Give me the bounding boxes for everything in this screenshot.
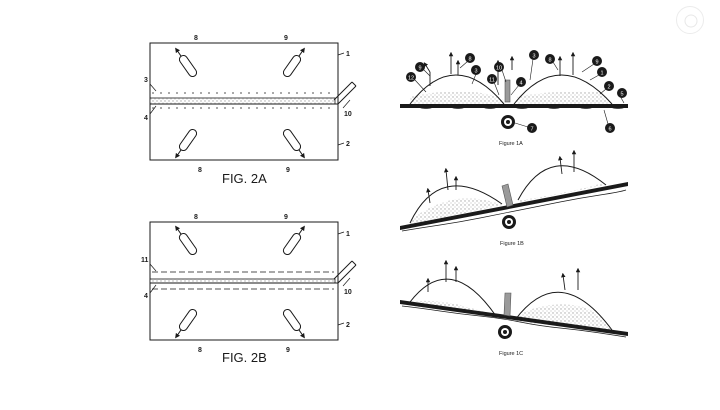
- fig2a-nozzle-9-top: [282, 47, 305, 78]
- fig1a-right-dome: [513, 74, 613, 105]
- fig1a-outlet-left-b: [448, 51, 461, 75]
- fig1a-outlet-left-a: [423, 62, 431, 86]
- circle-icon[interactable]: [676, 6, 704, 34]
- fig2b-nozzle-8-top: [175, 225, 198, 256]
- fig2b-label-10: 10: [344, 289, 352, 296]
- fig2b-label-9-bottom: 9: [286, 347, 290, 354]
- fig2b-label-9-top: 9: [284, 214, 288, 221]
- fig1a-nozzle: [504, 79, 511, 103]
- fig2b-label-8-top: 8: [194, 214, 198, 221]
- fig1a-outlet-right: [557, 51, 576, 76]
- fig1b-right-dome: [517, 165, 607, 201]
- fig1b-right-dome-fill: [520, 184, 605, 202]
- fig1a-callout-3b: 3: [529, 50, 539, 81]
- svg-text:9: 9: [418, 66, 421, 72]
- svg-text:8: 8: [468, 57, 471, 63]
- fig1b-nozzle: [501, 183, 514, 208]
- svg-text:10: 10: [496, 66, 502, 72]
- fig1a-callout-7: 7: [514, 122, 537, 133]
- fig1b-belt-wavy: [401, 189, 627, 232]
- fig2b-label-4: 4: [144, 293, 148, 300]
- svg-text:6: 6: [608, 127, 611, 133]
- svg-text:5: 5: [620, 92, 623, 98]
- svg-text:3: 3: [532, 54, 535, 60]
- fig1b-belt: [400, 182, 628, 230]
- figure-2a: 8 9 1 3 4 10 2 8 9 FIG. 2A: [144, 35, 357, 186]
- svg-text:9: 9: [595, 60, 598, 66]
- fig1a-callout-12: 12: [406, 72, 427, 93]
- fig1c-belt-wavy: [401, 305, 627, 338]
- fig2b-nozzle-9-top: [282, 225, 305, 256]
- fig1a-left-dome-fill: [410, 91, 504, 104]
- svg-text:12: 12: [408, 76, 414, 82]
- figure-1a: 12 9 8 3 11 10 4: [400, 50, 628, 147]
- svg-text:11: 11: [489, 78, 495, 84]
- fig2a-label-2: 2: [346, 141, 350, 148]
- fig1b-left-dome-fill: [410, 198, 502, 225]
- svg-text:4: 4: [519, 81, 522, 87]
- fig1a-callout-11: 11: [487, 74, 500, 96]
- fig1c-right-dome-fill: [515, 304, 612, 330]
- fig1c-left-dome: [409, 278, 497, 317]
- fig2a-label-9-bottom: 9: [286, 167, 290, 174]
- fig2b-nozzle-9-bottom: [282, 308, 305, 339]
- fig1b-caption: Figure 1B: [500, 241, 524, 247]
- fig2a-label-8-bottom: 8: [198, 167, 202, 174]
- fig1a-callout-6: 6: [603, 109, 615, 133]
- figure-1c: Figure 1C: [400, 259, 628, 357]
- fig1a-callout-9b: 9: [581, 56, 602, 73]
- fig1c-nozzle: [503, 292, 512, 317]
- figure-1b: Figure 1B: [400, 149, 628, 247]
- fig2a-label-9-top: 9: [284, 35, 288, 42]
- fig2a-exit-tube: [333, 81, 357, 105]
- fig2b-film-layer: [149, 278, 336, 284]
- fig1a-callout-10: 10: [494, 62, 507, 83]
- fig2b-nozzle-8-bottom: [175, 308, 198, 339]
- fig1a-callout-9a: 9: [415, 62, 431, 77]
- fig1a-callout-5: 5: [617, 88, 627, 104]
- fig1a-callout-3a: 3: [471, 65, 481, 85]
- fig1a-callout-1: 1: [589, 67, 607, 81]
- fig2a-label-1: 1: [346, 51, 350, 58]
- fig2a-nozzle-8-bottom: [175, 128, 198, 159]
- fig1c-roller: [498, 325, 512, 339]
- fig1b-roller: [502, 215, 516, 229]
- fig2b-label-2: 2: [346, 322, 350, 329]
- fig2a-label-3: 3: [144, 77, 148, 84]
- fig1a-caption: Figure 1A: [499, 141, 523, 147]
- fig1a-callout-4: 4: [510, 77, 526, 96]
- fig2b-exit-tube: [333, 260, 357, 284]
- fig2a-label-10: 10: [344, 111, 352, 118]
- fig2b-caption: FIG. 2B: [222, 350, 267, 365]
- figure-2b: 8 9 1 11 4 10 2 8 9 FIG. 2B: [141, 214, 357, 365]
- fig1a-callout-8b: 8: [545, 54, 559, 71]
- fig1c-caption: Figure 1C: [499, 351, 523, 357]
- svg-text:7: 7: [530, 127, 533, 133]
- fig2a-film-layer: [149, 97, 336, 105]
- fig1a-callout-2: 2: [599, 81, 614, 95]
- svg-text:1: 1: [600, 71, 603, 77]
- svg-text:3: 3: [474, 69, 477, 75]
- fig1a-right-dome-fill: [514, 91, 612, 104]
- fig2a-caption: FIG. 2A: [222, 171, 267, 186]
- svg-text:2: 2: [607, 85, 610, 91]
- fig1a-left-dome: [409, 74, 505, 105]
- fig2b-label-1: 1: [346, 231, 350, 238]
- fig2b-label-8-bottom: 8: [198, 347, 202, 354]
- fig2b-label-11: 11: [141, 257, 149, 264]
- fig2a-nozzle-9-bottom: [282, 128, 305, 159]
- fig1a-belt: [400, 104, 628, 108]
- fig2a-nozzle-8-top: [175, 47, 198, 78]
- fig2a-label-8-top: 8: [194, 35, 198, 42]
- fig1a-callout-8a: 8: [459, 53, 475, 69]
- fig1c-belt: [400, 300, 628, 336]
- svg-text:8: 8: [548, 58, 551, 64]
- fig1c-right-dome: [514, 292, 613, 331]
- fig2a-label-4: 4: [144, 115, 148, 122]
- fig1a-roller: [501, 115, 515, 129]
